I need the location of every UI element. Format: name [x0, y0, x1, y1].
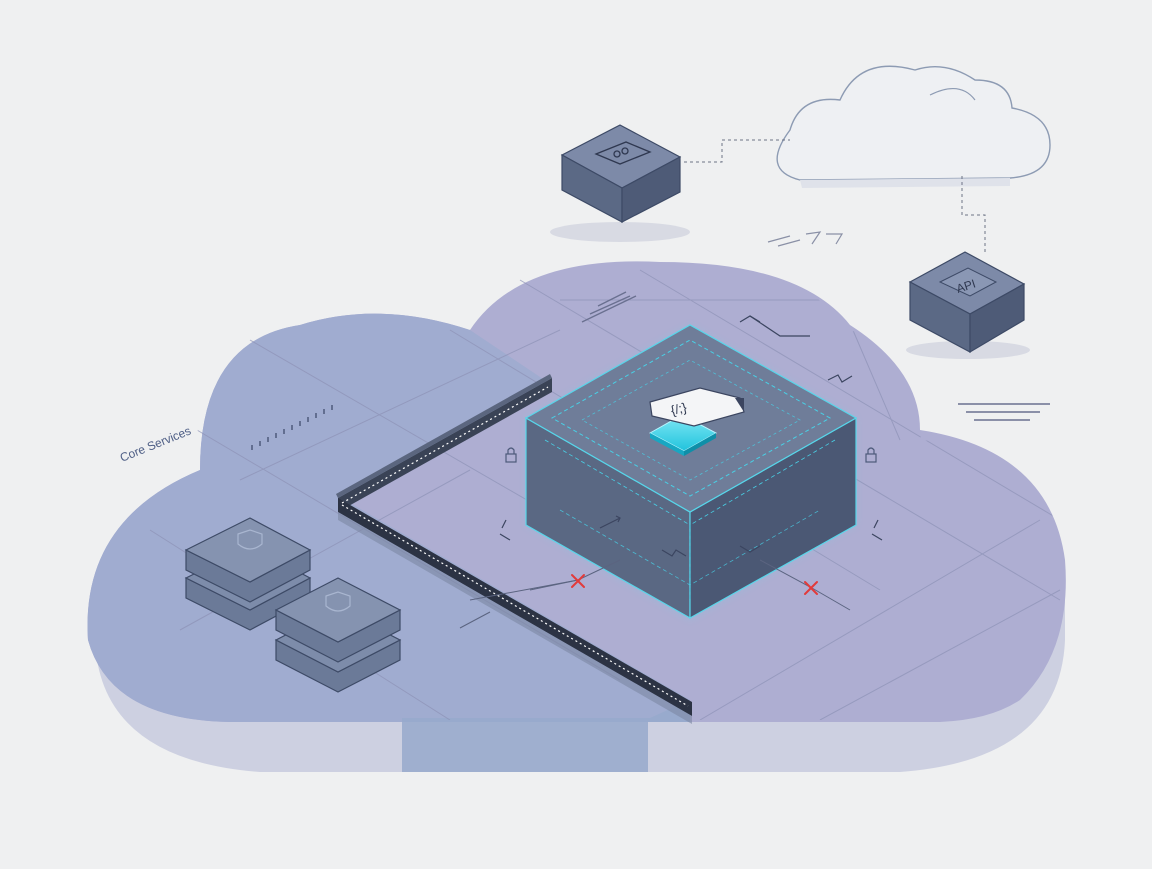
api-gateway-box — [906, 251, 1030, 359]
cloud-icon — [776, 65, 1051, 188]
central-service-cube — [524, 324, 858, 620]
server-stack-1 — [184, 517, 312, 631]
faint-glyph — [767, 231, 844, 247]
blocked-x-icon — [571, 574, 585, 588]
lock-icon — [865, 447, 877, 463]
shield-icon — [237, 529, 263, 550]
api-label: API — [955, 277, 978, 296]
key-vault-box — [550, 124, 690, 242]
lock-icon — [505, 447, 517, 463]
dashed-connector — [684, 139, 986, 255]
motion-lines — [581, 291, 1050, 421]
region-label: Core Services — [118, 424, 193, 465]
key-icon — [594, 141, 652, 165]
blocked-x-icon — [804, 581, 818, 595]
arrow-icon — [499, 315, 883, 557]
firewall-wall — [336, 374, 692, 724]
code-label: {/;} — [669, 399, 689, 418]
edge-ticks — [251, 405, 333, 450]
server-stack-2 — [274, 577, 402, 693]
shield-icon — [325, 591, 351, 612]
code-icon: {/;} — [649, 387, 745, 427]
